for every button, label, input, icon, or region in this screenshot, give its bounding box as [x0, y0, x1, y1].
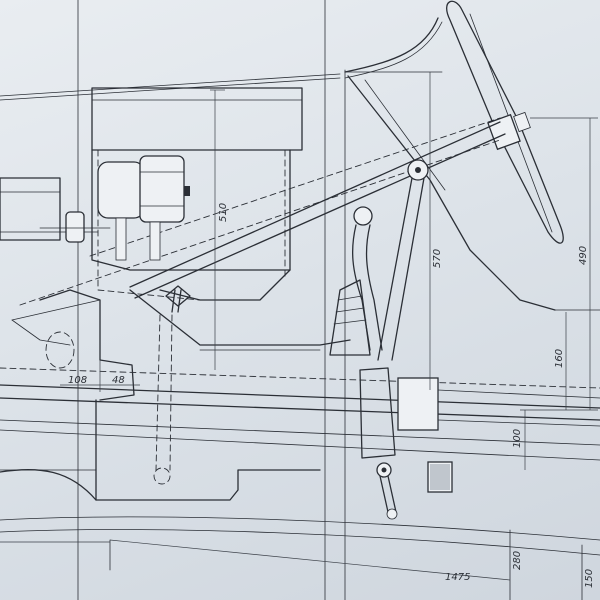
dimension-labels: 510 570 490 160 100 108 48 280 1475 150 — [68, 203, 595, 588]
dim-100: 100 — [512, 429, 523, 448]
steering-column — [19, 117, 506, 306]
dim-510: 510 — [218, 203, 229, 222]
dim-150: 150 — [584, 569, 595, 588]
dim-48: 48 — [112, 375, 125, 386]
dim-160: 160 — [554, 349, 565, 368]
dim-280: 280 — [512, 551, 523, 570]
dim-570: 570 — [432, 249, 443, 268]
dim-1475: 1475 — [445, 572, 470, 583]
gear-lever — [153, 285, 191, 485]
dimension-lines — [0, 72, 598, 581]
frame-lines — [0, 0, 346, 600]
chassis-floor — [0, 468, 600, 600]
steering-wheel — [446, 0, 564, 244]
left-component — [0, 177, 111, 243]
dim-108: 108 — [68, 375, 87, 386]
cowl-curve — [344, 17, 600, 311]
dim-490: 490 — [578, 246, 589, 265]
drive-shaft — [0, 367, 600, 471]
pedal-bracket — [359, 367, 600, 520]
pedal-lever — [329, 177, 425, 361]
transmission — [11, 289, 351, 501]
generator — [0, 155, 190, 261]
